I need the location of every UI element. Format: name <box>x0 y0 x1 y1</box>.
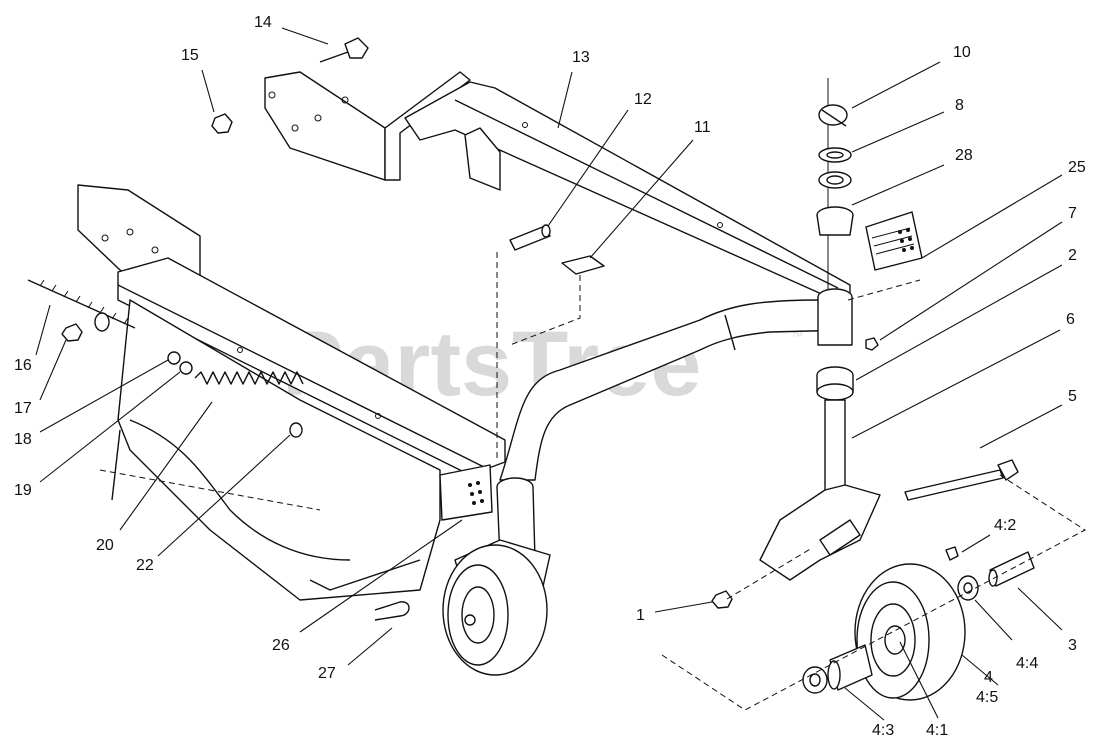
callout-4-4: 4:4 <box>1016 655 1038 672</box>
mounting-bracket <box>264 71 471 181</box>
callout-11: 11 <box>694 119 711 136</box>
callout-3: 3 <box>1068 637 1077 654</box>
callout-10: 10 <box>953 44 971 61</box>
callout-4-1: 4:1 <box>926 722 948 739</box>
callout-6: 6 <box>1066 311 1075 328</box>
callout-7: 7 <box>1068 205 1077 222</box>
wheel-hardware <box>802 459 1035 694</box>
pin-12 <box>509 224 551 251</box>
callout-13: 13 <box>572 49 590 66</box>
threaded-rod-and-spring <box>27 279 304 385</box>
callout-26: 26 <box>272 637 290 654</box>
spindle-stack <box>816 78 854 290</box>
right-caster-assembly <box>759 288 881 581</box>
rear-frame-tube <box>404 81 851 301</box>
callout-27: 27 <box>318 665 336 682</box>
callout-4-5: 4:5 <box>976 689 998 706</box>
callout-25: 25 <box>1068 159 1086 176</box>
callout-5: 5 <box>1068 388 1077 405</box>
callout-4: 4 <box>984 669 993 686</box>
callout-4-2: 4:2 <box>994 517 1016 534</box>
decal-11 <box>561 255 605 275</box>
callout-2: 2 <box>1068 247 1077 264</box>
leader-lines <box>35 27 1063 721</box>
callout-16: 16 <box>14 357 32 374</box>
bolt-14 <box>319 37 369 63</box>
decal-26 <box>439 464 493 521</box>
callout-labels: 14 15 13 12 11 10 8 28 25 7 2 6 5 4:2 3 … <box>14 14 1086 739</box>
exploded-guide-lines <box>99 252 1086 711</box>
callout-20: 20 <box>96 537 114 554</box>
callout-15: 15 <box>181 47 199 64</box>
right-caster-wheel <box>854 563 966 701</box>
callout-12: 12 <box>634 91 652 108</box>
watermark-trademark: ™ <box>792 331 803 343</box>
callout-28: 28 <box>955 147 973 164</box>
callout-1: 1 <box>636 607 645 624</box>
callout-18: 18 <box>14 431 32 448</box>
hardware-nuts <box>61 113 879 609</box>
callout-8: 8 <box>955 97 964 114</box>
callout-19: 19 <box>14 482 32 499</box>
clip-27 <box>374 601 410 621</box>
callout-17: 17 <box>14 400 32 417</box>
callout-22: 22 <box>136 557 154 574</box>
decal-25 <box>865 211 923 271</box>
callout-14: 14 <box>254 14 272 31</box>
callout-4-3: 4:3 <box>872 722 894 739</box>
left-caster-assembly <box>442 477 551 676</box>
